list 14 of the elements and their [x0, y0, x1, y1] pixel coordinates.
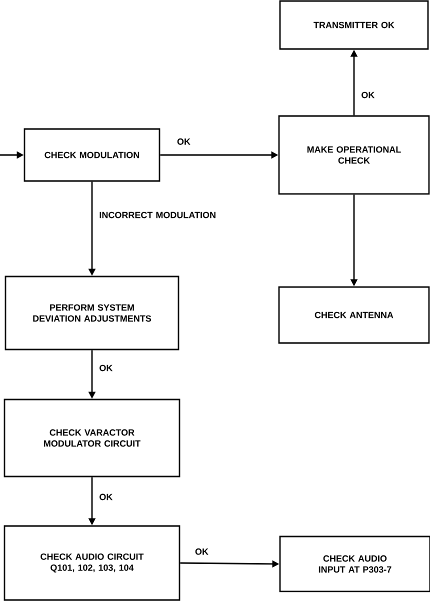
- process-box: CHECK AUDIO INPUT AT P303-7: [279, 536, 430, 592]
- edge-label: OK: [100, 494, 113, 500]
- process-box: CHECK MODULATION: [24, 128, 160, 182]
- process-box: TRANSMITTER OK: [279, 0, 429, 50]
- edge-label: OK: [362, 92, 375, 98]
- process-box: PERFORM SYSTEM DEVIATION ADJUSTMENTS: [4, 276, 180, 350]
- process-box: CHECK AUDIO CIRCUIT Q101, 102, 103, 104: [4, 525, 180, 601]
- process-box: CHECK ANTENNA: [278, 286, 430, 344]
- edge-label: OK: [100, 364, 113, 372]
- process-box: MAKE OPERATIONAL CHECK: [278, 115, 430, 195]
- edge-label: INCORRECT MODULATION: [100, 212, 216, 218]
- edge-label: OK: [177, 138, 190, 145]
- edge-label: OK: [195, 548, 208, 555]
- process-box: CHECK VARACTOR MODULATOR CIRCUIT: [4, 398, 180, 478]
